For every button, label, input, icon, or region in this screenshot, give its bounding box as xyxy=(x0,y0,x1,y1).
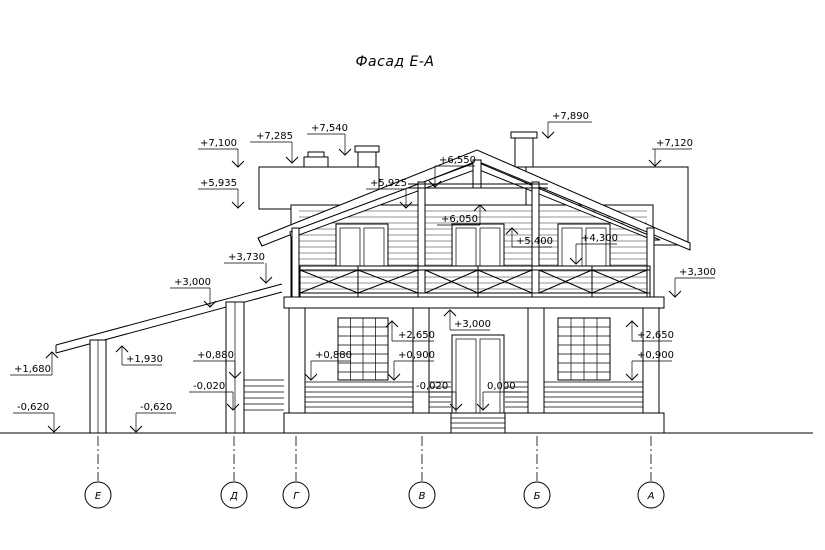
level-mark: -0,620 xyxy=(13,402,61,433)
main-gable-roof xyxy=(257,149,691,299)
level-value: 0,000 xyxy=(487,381,516,392)
entrance-steps xyxy=(450,412,506,434)
axis-label: Е xyxy=(95,491,102,502)
level-mark: +5,400 xyxy=(505,227,553,248)
drawing-title: Фасад Е-А xyxy=(355,54,434,70)
axis-label: Б xyxy=(534,491,541,502)
upper-windows xyxy=(335,223,611,267)
level-value: +5,935 xyxy=(200,178,237,189)
axis-label: А xyxy=(647,491,655,502)
level-value: +5,925 xyxy=(370,178,407,189)
level-mark: +0,900 xyxy=(387,350,435,381)
level-value: +0,900 xyxy=(398,350,435,361)
level-value: -0,620 xyxy=(17,402,49,413)
level-mark: +2,650 xyxy=(625,320,674,342)
level-mark: +5,925 xyxy=(366,178,413,209)
axis-label: Г xyxy=(293,491,300,502)
level-mark: +7,890 xyxy=(541,111,592,139)
level-value: +4,300 xyxy=(581,233,618,244)
level-mark: -0,020 xyxy=(189,381,240,411)
level-value: +0,900 xyxy=(637,350,674,361)
level-mark: +4,300 xyxy=(569,233,618,265)
axis-label: Д xyxy=(229,491,238,502)
level-mark: +6,050 xyxy=(437,204,487,226)
level-mark: -0,020 xyxy=(412,381,463,411)
side-deck xyxy=(243,379,284,433)
level-mark: +3,730 xyxy=(224,252,273,284)
level-mark: +7,540 xyxy=(307,123,352,156)
level-value: -0,020 xyxy=(416,381,448,392)
level-value: +1,680 xyxy=(14,364,51,375)
level-mark: +3,300 xyxy=(668,267,716,298)
axis-marker: Г xyxy=(282,436,310,509)
level-value: +3,000 xyxy=(174,277,211,288)
entrance-door xyxy=(451,334,505,414)
level-value: +6,050 xyxy=(441,214,478,225)
level-value: +6,550 xyxy=(439,155,476,166)
level-value: +1,930 xyxy=(126,354,163,365)
upper-window-right xyxy=(557,223,611,267)
axis-marker: В xyxy=(408,436,436,509)
level-mark: 0,000 xyxy=(476,381,521,411)
level-value: +7,100 xyxy=(200,138,237,149)
upper-window-center xyxy=(451,223,505,267)
level-mark: +7,100 xyxy=(198,138,245,168)
level-value: +3,730 xyxy=(228,252,265,263)
axis-marker: Е xyxy=(84,436,112,509)
level-mark: +3,000 xyxy=(443,309,491,331)
level-mark: +7,120 xyxy=(648,138,693,167)
ground-window-right xyxy=(557,317,611,381)
axis-label: В xyxy=(419,491,426,502)
level-mark: +6,550 xyxy=(428,155,476,188)
level-mark: +7,285 xyxy=(250,131,299,164)
level-value: +3,300 xyxy=(679,267,716,278)
level-value: +2,650 xyxy=(398,330,435,341)
level-mark: +3,000 xyxy=(170,277,217,308)
upper-window-left xyxy=(335,223,389,267)
floor-slab xyxy=(283,296,665,309)
level-mark: +0,900 xyxy=(625,350,674,381)
level-value: +2,650 xyxy=(637,330,674,341)
level-mark: +0,880 xyxy=(193,350,242,379)
level-value: +5,400 xyxy=(516,236,553,247)
level-value: +7,285 xyxy=(256,131,293,142)
level-value: +7,890 xyxy=(552,111,589,122)
level-mark: +5,935 xyxy=(198,178,245,209)
ground-floor xyxy=(243,307,665,434)
ground-window-left xyxy=(337,317,389,381)
level-value: -0,020 xyxy=(193,381,225,392)
level-mark: +1,930 xyxy=(115,345,163,366)
level-value: +3,000 xyxy=(454,319,491,330)
balcony-railing xyxy=(299,265,651,298)
level-marks: +7,100 +7,285 +7,540 +7,890 +7,120 +6,550 +5,9… xyxy=(10,111,716,433)
axis-marker: Д xyxy=(220,436,248,509)
canopy xyxy=(55,283,283,434)
level-mark: +1,680 xyxy=(10,351,59,376)
axis-marker: А xyxy=(637,436,665,509)
axis-marker: Б xyxy=(523,436,551,509)
level-value: -0,620 xyxy=(140,402,172,413)
level-mark: -0,620 xyxy=(129,402,176,433)
level-value: +7,540 xyxy=(311,123,348,134)
level-value: +0,880 xyxy=(315,350,352,361)
level-value: +7,120 xyxy=(656,138,693,149)
level-value: +0,880 xyxy=(197,350,234,361)
level-mark: +2,650 xyxy=(385,320,435,342)
level-mark: +0,880 xyxy=(304,350,352,381)
